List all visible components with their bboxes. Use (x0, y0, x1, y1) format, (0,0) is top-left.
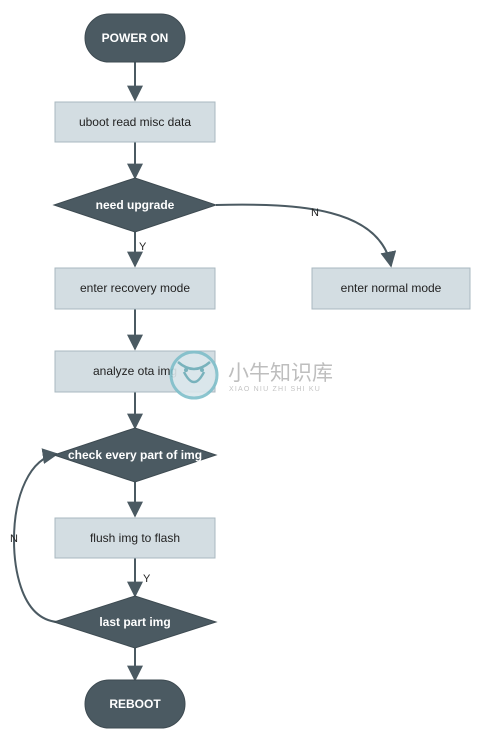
analyze-ota-label: analyze ota img (93, 364, 177, 378)
watermark-logo-icon (169, 350, 219, 400)
watermark-subtitle: XIAO NIU ZHI SHI KU (229, 386, 321, 393)
enter-normal-node: enter normal mode (311, 267, 471, 310)
flush-img-node: flush img to flash (54, 517, 216, 559)
need-upgrade-diamond (52, 177, 218, 233)
need-upgrade-node: need upgrade (52, 177, 218, 233)
reboot-node: REBOOT (84, 679, 186, 729)
reboot-terminal (84, 679, 186, 729)
flush-img-label: flush img to flash (90, 531, 180, 545)
enter-normal-box (311, 267, 471, 310)
uboot-read-box (54, 101, 216, 143)
edge-label-last-part-no: N (10, 533, 18, 545)
edges (12, 62, 397, 682)
edge-label-upgrade-yes: Y (139, 241, 147, 253)
edge-label-upgrade-no: N (311, 207, 319, 219)
enter-normal-label: enter normal mode (341, 281, 442, 295)
edge-upgrade-to-normal (215, 203, 397, 268)
uboot-read-label: uboot read misc data (79, 115, 191, 129)
reboot-label: REBOOT (109, 697, 161, 711)
power-on-label: POWER ON (102, 31, 169, 45)
check-every-part-diamond (52, 427, 218, 483)
check-every-part-label: check every part of img (68, 448, 202, 462)
enter-recovery-node: enter recovery mode (54, 267, 216, 310)
watermark: 小牛知识库 XIAO NIU ZHI SHI KU (169, 350, 333, 400)
need-upgrade-label: need upgrade (96, 198, 175, 212)
last-part-node: last part img (52, 595, 218, 649)
power-on-node: POWER ON (84, 13, 186, 63)
last-part-label: last part img (99, 615, 170, 629)
check-every-part-node: check every part of img (52, 427, 218, 483)
enter-recovery-box (54, 267, 216, 310)
enter-recovery-label: enter recovery mode (80, 281, 190, 295)
uboot-read-node: uboot read misc data (54, 101, 216, 143)
edge-last-to-check-loop (12, 448, 59, 623)
edge-label-flush-yes: Y (143, 573, 151, 585)
last-part-diamond (52, 595, 218, 649)
power-on-terminal (84, 13, 186, 63)
watermark-title: 小牛知识库 (228, 361, 333, 385)
flush-img-box (54, 517, 216, 559)
